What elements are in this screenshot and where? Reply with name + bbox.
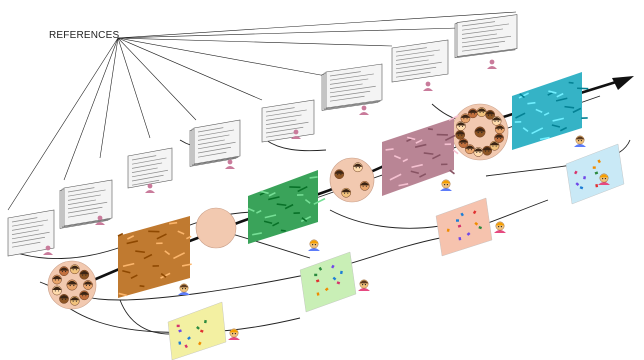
stage-images bbox=[117, 72, 589, 298]
photo-thumbnail bbox=[382, 114, 459, 196]
document-icon bbox=[127, 147, 173, 189]
photo-thumbnail bbox=[117, 216, 192, 298]
person-icon bbox=[95, 215, 105, 225]
photo-thumbnail bbox=[247, 170, 326, 244]
track-line bbox=[329, 209, 441, 229]
kid-face-icon bbox=[308, 239, 320, 251]
track-line bbox=[265, 139, 327, 152]
person-icon bbox=[423, 81, 433, 91]
note-sheet bbox=[435, 197, 493, 257]
faces-circle bbox=[47, 260, 97, 310]
arrow-icon bbox=[612, 76, 634, 90]
kid-icons bbox=[178, 135, 610, 340]
references-label: REFERENCES bbox=[49, 30, 120, 41]
track-line bbox=[57, 299, 301, 333]
note-sheets bbox=[167, 143, 625, 360]
kid-face-icon bbox=[358, 279, 370, 291]
person-icon bbox=[359, 105, 369, 115]
kid-face-icon bbox=[228, 328, 240, 340]
person-icon bbox=[43, 245, 53, 255]
person-icon bbox=[487, 59, 497, 69]
document-icon bbox=[59, 179, 113, 229]
kid-face-icon bbox=[494, 221, 506, 233]
reference-people bbox=[43, 59, 497, 255]
document-icon bbox=[7, 209, 55, 257]
kid-face-icon bbox=[574, 135, 586, 147]
reference-documents bbox=[7, 14, 518, 257]
reference-link-line bbox=[7, 37, 119, 211]
kid-face-icon bbox=[178, 283, 190, 295]
reference-link-line bbox=[117, 37, 151, 139]
note-sheet bbox=[299, 251, 357, 313]
reference-link-line bbox=[117, 37, 263, 101]
reference-link-line bbox=[99, 37, 119, 159]
track-line bbox=[119, 299, 171, 335]
kid-face-icon bbox=[598, 173, 610, 185]
note-sheet bbox=[565, 143, 625, 205]
reference-link-line bbox=[117, 37, 327, 77]
reference-link-line bbox=[117, 37, 197, 121]
document-icon bbox=[321, 63, 383, 111]
document-icon bbox=[454, 14, 518, 59]
person-icon bbox=[225, 159, 235, 169]
reference-link-line bbox=[117, 37, 393, 47]
faces-circle bbox=[451, 103, 509, 161]
reference-link-line bbox=[63, 37, 119, 181]
document-icon bbox=[391, 39, 449, 83]
person-icon bbox=[291, 129, 301, 139]
note-sheet bbox=[167, 301, 227, 360]
document-icon bbox=[189, 119, 241, 167]
face-circles bbox=[47, 103, 509, 310]
person-icon bbox=[145, 183, 155, 193]
faces-circle bbox=[195, 207, 237, 249]
reference-link-line bbox=[117, 27, 459, 39]
photo-thumbnail bbox=[512, 72, 589, 150]
reference-link-line bbox=[117, 11, 517, 39]
faces-circle bbox=[329, 157, 375, 203]
kid-face-icon bbox=[440, 179, 452, 191]
document-icon bbox=[261, 99, 315, 143]
